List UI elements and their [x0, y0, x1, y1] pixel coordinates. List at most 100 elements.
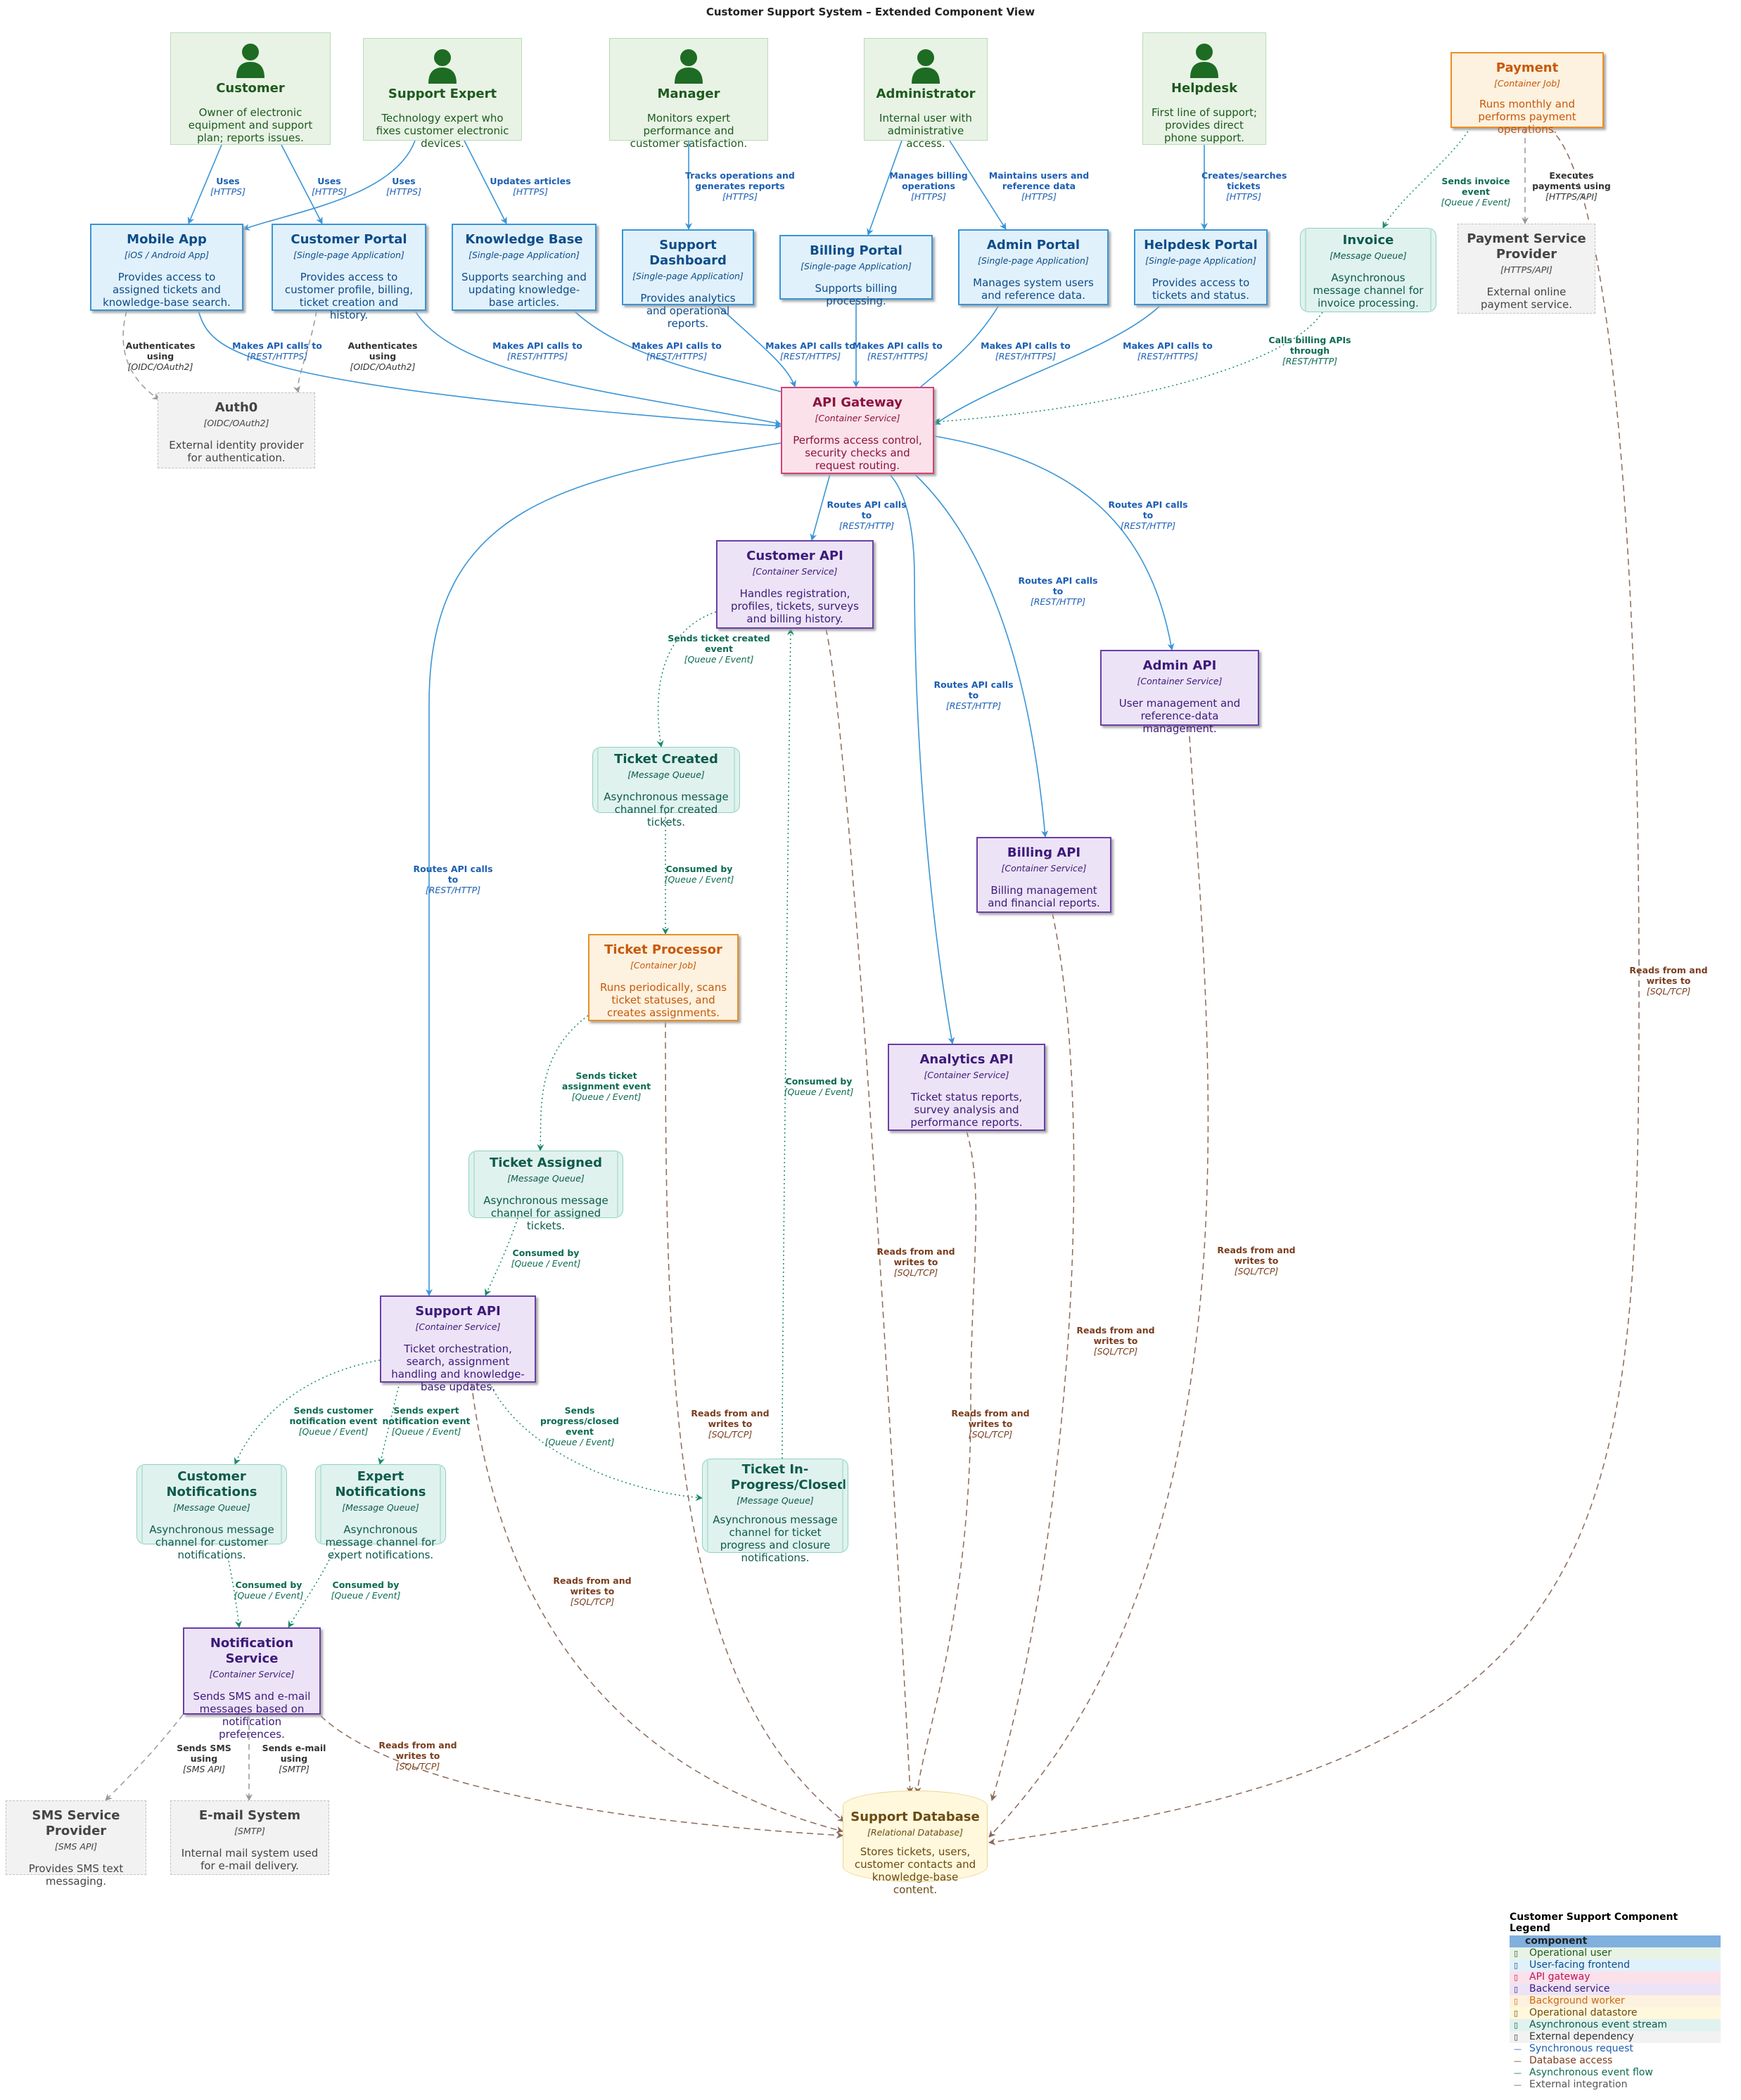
relation-tech: [REST/HTTPS]	[646, 351, 708, 361]
relation-label-text: Tracks operations and generates reports	[685, 170, 795, 191]
relation-arrow	[914, 305, 1000, 393]
relation-label-text: Routes API calls to	[827, 499, 907, 520]
email-system[interactable]: E-mail System [SMTP] Internal mail syste…	[170, 1800, 329, 1875]
legend-item-label: Operational user	[1529, 1947, 1612, 1959]
knowledge-base[interactable]: Knowledge Base [Single-page Application]…	[452, 224, 597, 311]
relation-label: Makes API calls to[REST/HTTPS]	[631, 340, 722, 361]
person-icon	[912, 49, 940, 84]
billing-portal[interactable]: Billing Portal [Single-page Application]…	[779, 235, 933, 307]
auth0[interactable]: Auth0 [OIDC/OAuth2] External identity pr…	[158, 392, 315, 468]
person-icon	[236, 44, 264, 78]
api-gateway[interactable]: API Gateway [Container Service] Performs…	[781, 387, 934, 474]
relation-label: Makes API calls to[REST/HTTPS]	[1122, 340, 1213, 361]
node-name: Analytics API	[919, 1052, 1014, 1067]
legend-swatch-icon: ▯	[1514, 1949, 1519, 1958]
node-name: Ticket Assigned	[489, 1155, 602, 1170]
node-desc: Asynchronous message channel for invoice…	[1313, 271, 1424, 309]
ticket-inprogress-queue[interactable]: Ticket In-Progress/Closed [Message Queue…	[702, 1459, 848, 1564]
node-desc: Runs periodically, scans ticket statuses…	[599, 981, 727, 1019]
node-name: Customer Notifications	[166, 1469, 257, 1499]
relation-label: Sends e-mail using[SMTP]	[248, 1743, 340, 1774]
relation-arrow	[243, 140, 416, 231]
node-name: Admin Portal	[986, 238, 1080, 252]
customer-person[interactable]: Customer Owner of electronic equipment a…	[170, 32, 331, 145]
relation-label-text: Calls billing APIs through	[1268, 335, 1351, 356]
relation-arrow	[990, 912, 1075, 1801]
legend-item: ▯ Operational user	[1510, 1947, 1721, 1959]
relation-tech: [REST/HTTPS]	[1137, 351, 1199, 361]
support-dashboard[interactable]: Support Dashboard [Single-page Applicati…	[622, 229, 754, 330]
payment-service-provider[interactable]: Payment Service Provider [HTTPS/API] Ext…	[1458, 224, 1595, 314]
relation-arrow	[888, 473, 955, 1044]
ticket-created-queue[interactable]: Ticket Created [Message Queue] Asynchron…	[592, 747, 740, 828]
sms-service-provider[interactable]: SMS Service Provider [SMS API] Provides …	[6, 1800, 146, 1888]
node-tech: [Container Service]	[209, 1669, 295, 1679]
payment-job[interactable]: Payment [Container Job] Runs monthly and…	[1450, 52, 1604, 136]
relation-label-text: Makes API calls to	[232, 340, 322, 351]
legend-item-label: Synchronous request	[1529, 2043, 1633, 2054]
node-tech: [OIDC/OAuth2]	[203, 418, 269, 428]
relation-arrow	[782, 628, 794, 1459]
relation-tech: [REST/HTTPS]	[779, 351, 841, 361]
relation-label-text: Routes API calls to	[1108, 499, 1188, 520]
mobile-app[interactable]: Mobile App [iOS / Android App] Provides …	[90, 224, 243, 311]
node-tech: [Container Service]	[1137, 676, 1223, 686]
node-tech: [Single-page Application]	[632, 271, 744, 281]
relation-label: Consumed by[Queue / Event]	[777, 1076, 861, 1097]
relation-tech: [REST/HTTP]	[425, 885, 481, 895]
analytics-api[interactable]: Analytics API [Container Service] Ticket…	[888, 1044, 1045, 1131]
helpdesk-portal[interactable]: Helpdesk Portal [Single-page Application…	[1134, 229, 1268, 305]
ticket-assigned-queue[interactable]: Ticket Assigned [Message Queue] Asynchro…	[468, 1151, 623, 1232]
customer-portal[interactable]: Customer Portal [Single-page Application…	[272, 224, 426, 321]
support-expert-person[interactable]: Support Expert Technology expert who fix…	[363, 38, 522, 150]
expert-notifications-queue[interactable]: Expert Notifications [Message Queue] Asy…	[315, 1464, 446, 1561]
relation-tech: [Queue / Event]	[784, 1087, 854, 1097]
customer-api[interactable]: Customer API [Container Service] Handles…	[716, 540, 874, 629]
relation-label-text: Routes API calls to	[933, 679, 1014, 700]
relation-label-text: Reads from and writes to	[1217, 1245, 1296, 1266]
helpdesk-person[interactable]: Helpdesk First line of support; provides…	[1142, 32, 1266, 145]
ticket-processor[interactable]: Ticket Processor [Container Job] Runs pe…	[588, 934, 739, 1021]
billing-api[interactable]: Billing API [Container Service] Billing …	[976, 837, 1111, 913]
node-desc: Asynchronous message channel for created…	[604, 790, 729, 828]
admin-api[interactable]: Admin API [Container Service] User manag…	[1100, 650, 1259, 735]
relation-tech: [REST/HTTP]	[1030, 596, 1086, 607]
relation-arrow	[1382, 127, 1471, 229]
node-name: Ticket Processor	[604, 942, 722, 957]
relation-tech: [HTTPS]	[312, 186, 347, 197]
relation-label-text: Manages billing operations	[889, 170, 968, 191]
relation-label: Sends SMS using[SMS API]	[162, 1743, 246, 1774]
administrator-person[interactable]: Administrator Internal user with adminis…	[864, 38, 988, 150]
node-name: Knowledge Base	[465, 232, 583, 247]
relation-label: Sends invoice event[Queue / Event]	[1427, 176, 1525, 207]
relation-arrow	[914, 1130, 977, 1794]
invoice-queue[interactable]: Invoice [Message Queue] Asynchronous mes…	[1300, 228, 1436, 312]
node-tech: [Message Queue]	[342, 1502, 419, 1513]
notification-service[interactable]: Notification Service [Container Service]…	[183, 1627, 321, 1741]
relation-label-text: Uses	[216, 176, 240, 186]
relation-label-text: Consumed by	[332, 1580, 400, 1590]
legend-item-label: Background worker	[1529, 1995, 1625, 2006]
relation-arrow	[867, 140, 903, 236]
manager-person[interactable]: Manager Monitors expert performance and …	[609, 38, 768, 150]
relation-arrow	[426, 442, 782, 1296]
relation-arrow	[988, 127, 1640, 1845]
admin-portal[interactable]: Admin Portal [Single-page Application] M…	[958, 229, 1109, 305]
support-api[interactable]: Support API [Container Service] Ticket o…	[380, 1295, 536, 1393]
node-name: Invoice	[1342, 233, 1394, 248]
relation-label: Makes API calls to[REST/HTTPS]	[980, 340, 1071, 361]
node-name: Auth0	[215, 400, 258, 415]
legend-swatch-icon: ▯	[1514, 1961, 1519, 1970]
customer-notifications-queue[interactable]: Customer Notifications [Message Queue] A…	[136, 1464, 287, 1561]
support-database[interactable]: Support Database [Relational Database] S…	[843, 1791, 988, 1896]
node-desc: Provides access to assigned tickets and …	[103, 271, 231, 309]
relation-tech: [HTTPS]	[1021, 191, 1057, 202]
relation-label: Reads from and writes to[SQL/TCP]	[938, 1408, 1043, 1440]
node-tech: [Container Service]	[1001, 863, 1087, 873]
node-desc: Sends SMS and e-mail messages based on n…	[193, 1690, 311, 1741]
diagram-title: Customer Support System – Extended Compo…	[706, 6, 1035, 18]
relation-label-text: Updates articles	[490, 176, 571, 186]
node-name: Helpdesk Portal	[1144, 238, 1258, 252]
relation-label-text: Routes API calls to	[1018, 575, 1098, 596]
node-desc: Asynchronous message channel for custome…	[149, 1523, 274, 1561]
